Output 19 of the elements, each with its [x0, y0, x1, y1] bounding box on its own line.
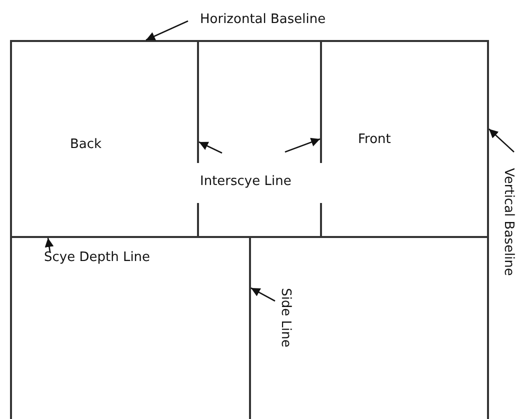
pattern-piece-label: Back — [70, 137, 102, 153]
vertical-baseline — [487, 40, 489, 419]
side-line — [249, 237, 251, 419]
callout-label: Scye Depth Line — [44, 250, 150, 266]
horizontal-baseline — [11, 40, 488, 42]
callout-label: Horizontal Baseline — [200, 12, 326, 28]
interscye-line — [320, 41, 322, 237]
callout-label: Interscye Line — [200, 174, 292, 190]
callout-label: Side Line — [277, 288, 293, 348]
leader-line — [44, 238, 54, 252]
leader-line — [146, 20, 188, 41]
leader-line — [198, 141, 222, 154]
leader-line — [488, 128, 514, 152]
interscye-line — [197, 41, 199, 237]
scye-depth-line — [11, 236, 488, 238]
callout-label: Vertical Baseline — [500, 168, 516, 276]
leader-line — [250, 287, 276, 302]
leader-line — [284, 138, 320, 153]
pattern-piece-label: Front — [358, 132, 391, 148]
